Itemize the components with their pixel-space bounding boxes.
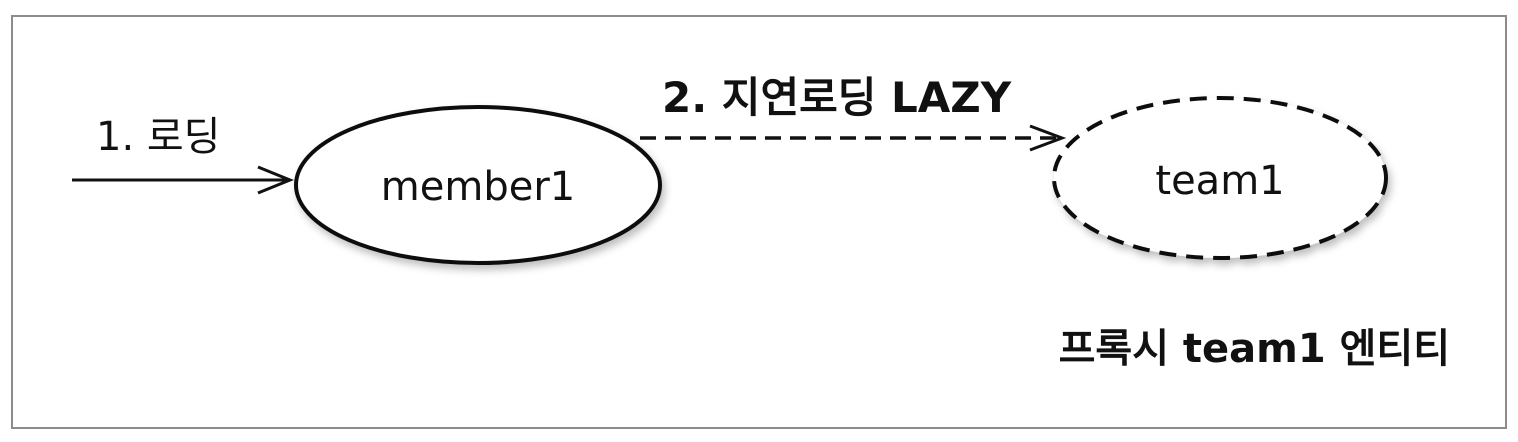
load-arrow bbox=[72, 165, 294, 195]
lazy-arrow bbox=[640, 124, 1067, 152]
member1-label: member1 bbox=[381, 164, 575, 210]
team1-label: team1 bbox=[1155, 158, 1284, 204]
step2-label: 2. 지연로딩 LAZY bbox=[662, 73, 1012, 122]
proxy-caption: 프록시 team1 엔티티 bbox=[1059, 326, 1450, 372]
step1-label: 1. 로딩 bbox=[96, 114, 220, 160]
member1-node: member1 bbox=[294, 105, 662, 265]
team1-node: team1 bbox=[1052, 96, 1388, 260]
